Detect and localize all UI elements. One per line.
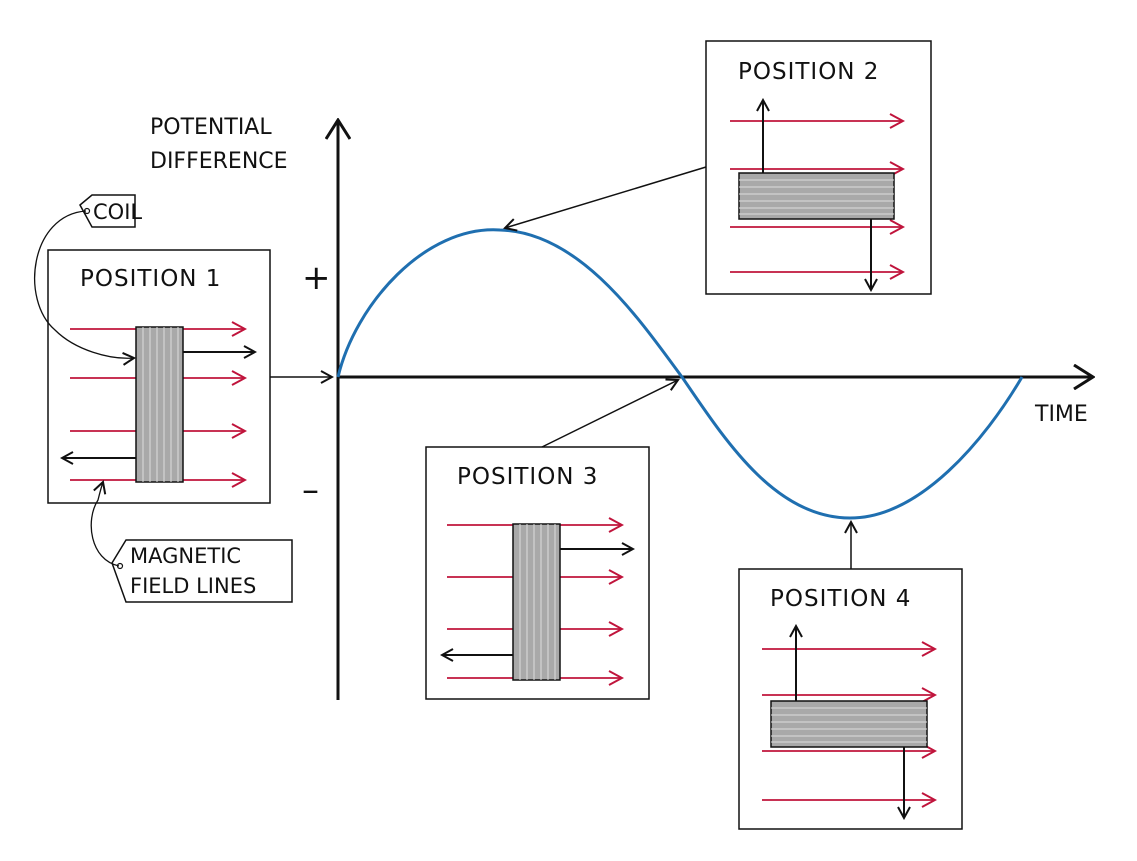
y-axis-label-line1: POTENTIAL — [150, 115, 272, 140]
field-lines-leader-line — [90, 482, 120, 567]
pointer-arrow — [505, 166, 707, 228]
coil-leader-line — [34, 210, 134, 358]
coil-tag-label: COIL — [93, 200, 142, 224]
position-2-panel: POSITION 2 — [705, 40, 932, 295]
axes — [338, 120, 1093, 700]
position-4-title: POSITION 4 — [770, 586, 911, 612]
pointer-arrow — [541, 380, 678, 448]
coil-tag: COIL — [34, 194, 142, 358]
field-lines-tag-label-line1: MAGNETIC — [130, 544, 241, 568]
y-axis-label-line2: DIFFERENCE — [150, 149, 288, 174]
coil — [135, 326, 184, 483]
position-3-panel: POSITION 3 — [425, 446, 650, 700]
field-lines-tag-label-line2: FIELD LINES — [130, 574, 256, 598]
position-2-title: POSITION 2 — [738, 59, 879, 85]
field-lines-tag: MAGNETIC FIELD LINES — [90, 482, 293, 603]
position-3-title: POSITION 3 — [457, 464, 598, 490]
position-1-panel: POSITION 1 — [47, 249, 271, 504]
coil — [770, 700, 928, 748]
coil — [512, 523, 561, 681]
position-1-title: POSITION 1 — [80, 266, 221, 292]
minus-sign: – — [302, 470, 319, 510]
plus-sign: + — [302, 258, 331, 298]
potential-difference-curve — [336, 228, 1024, 520]
coil — [738, 172, 895, 220]
field-lines — [730, 121, 903, 272]
x-axis-label: TIME — [1034, 402, 1088, 427]
field-lines — [762, 649, 935, 800]
position-4-panel: POSITION 4 — [738, 568, 963, 830]
